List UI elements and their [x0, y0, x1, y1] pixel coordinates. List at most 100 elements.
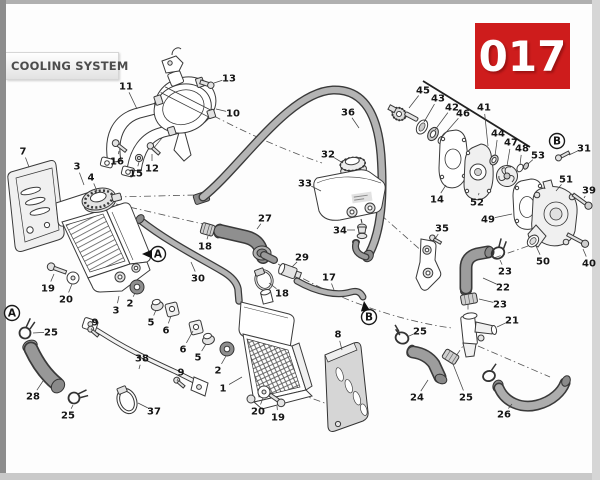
- leader-line: [406, 333, 414, 338]
- part-callout-5: 5: [195, 353, 202, 364]
- leader-line: [420, 379, 429, 392]
- leader-line: [408, 95, 419, 109]
- screw-13: [199, 79, 215, 89]
- part-callout-50: 50: [536, 257, 550, 268]
- leader-line: [215, 108, 227, 112]
- radiator-left: [55, 187, 152, 293]
- part-callout-10: 10: [226, 109, 240, 120]
- leader-line: [132, 292, 136, 297]
- view-marker-A: A: [3, 304, 21, 322]
- bleed-fitting-29: [278, 263, 303, 280]
- part-callouts: 1223345566789910111213141516171818191920…: [20, 74, 596, 424]
- tee-fitting-21: [460, 312, 498, 358]
- part-callout-23: 23: [493, 300, 507, 311]
- part-callout-47: 47: [504, 138, 518, 149]
- part-callout-29: 29: [295, 253, 309, 264]
- view-marker-letter: B: [365, 312, 373, 324]
- leader-line: [496, 322, 506, 328]
- part-callout-19: 19: [41, 284, 55, 295]
- part-callout-38: 38: [135, 354, 149, 365]
- part-callout-46: 46: [456, 109, 470, 120]
- leader-lines: [25, 79, 587, 411]
- left-radiator-fasteners: [46, 262, 180, 318]
- part-callout-16: 16: [110, 157, 124, 168]
- leader-line: [128, 92, 138, 110]
- leader-line: [291, 261, 298, 268]
- section-title: COOLING SYSTEM: [11, 59, 129, 73]
- leader-line: [508, 403, 513, 409]
- part-callout-12: 12: [145, 164, 159, 175]
- engine-bracket: [415, 234, 443, 291]
- leader-line: [583, 195, 586, 199]
- radiator-shroud: [324, 342, 369, 432]
- part-callout-31: 31: [577, 144, 591, 155]
- leader-line: [36, 380, 44, 391]
- leader-line: [519, 154, 522, 166]
- part-callout-51: 51: [559, 175, 573, 186]
- leader-line: [186, 330, 194, 344]
- leader-line: [118, 150, 120, 155]
- part-callout-39: 39: [582, 186, 596, 197]
- leader-line: [138, 364, 141, 370]
- part-callout-9: 9: [92, 318, 99, 329]
- section-title-tab: COOLING SYSTEM: [6, 52, 128, 80]
- part-callout-18: 18: [198, 242, 212, 253]
- part-callout-11: 11: [119, 82, 133, 93]
- leader-line: [117, 295, 120, 304]
- page-number: 017: [478, 31, 567, 81]
- leader-line: [499, 259, 503, 265]
- water-pump-exploded: [387, 80, 593, 248]
- leader-line: [168, 315, 172, 324]
- leader-line: [221, 355, 227, 365]
- part-callout-41: 41: [477, 103, 491, 114]
- part-callout-7: 7: [20, 147, 27, 158]
- part-callout-28: 28: [26, 392, 40, 403]
- leader-line: [535, 245, 541, 255]
- leader-line: [484, 113, 489, 147]
- lower-left-elbow-group: [18, 317, 89, 405]
- reservoir-body: [153, 76, 217, 137]
- page-number-badge: 017: [475, 23, 570, 89]
- radiator-guard: [7, 160, 65, 252]
- part-callout-49: 49: [481, 215, 495, 226]
- leader-line: [79, 172, 85, 186]
- leader-line: [441, 118, 459, 138]
- leader-line: [228, 376, 243, 385]
- view-marker-letter: B: [553, 136, 561, 148]
- pump-shaft-45: [387, 104, 419, 122]
- part-callout-23: 23: [498, 267, 512, 278]
- part-callout-3: 3: [113, 306, 120, 317]
- part-callout-21: 21: [505, 316, 519, 327]
- leader-line: [311, 185, 322, 192]
- leader-line: [494, 213, 513, 218]
- leader-line: [50, 273, 55, 282]
- pump-housing-51: [526, 179, 578, 248]
- part-callout-2: 2: [127, 299, 134, 310]
- part-callout-19: 19: [271, 413, 285, 424]
- part-callout-25: 25: [459, 393, 473, 404]
- part-callout-20: 20: [251, 407, 265, 418]
- part-callout-22: 22: [496, 283, 510, 294]
- part-callout-15: 15: [129, 169, 143, 180]
- leader-line: [206, 235, 209, 240]
- leader-line: [434, 233, 439, 240]
- thermostat-reservoir-assembly: [99, 47, 217, 178]
- leader-line: [506, 148, 511, 167]
- leader-line: [333, 157, 344, 164]
- leader-line: [452, 363, 464, 391]
- leader-line: [423, 103, 435, 123]
- leader-line: [190, 261, 196, 272]
- part-callout-8: 8: [335, 330, 342, 341]
- leader-line: [434, 112, 449, 131]
- part-callout-4: 4: [88, 173, 95, 184]
- upper-elbow-hose-group: [199, 222, 367, 301]
- leader-line: [25, 157, 30, 168]
- part-callout-35: 35: [435, 224, 449, 235]
- leader-line: [582, 248, 587, 257]
- part-callout-44: 44: [491, 129, 505, 140]
- leader-line: [494, 139, 498, 157]
- worm-clamp-37: [116, 385, 138, 415]
- part-callout-25: 25: [61, 411, 75, 422]
